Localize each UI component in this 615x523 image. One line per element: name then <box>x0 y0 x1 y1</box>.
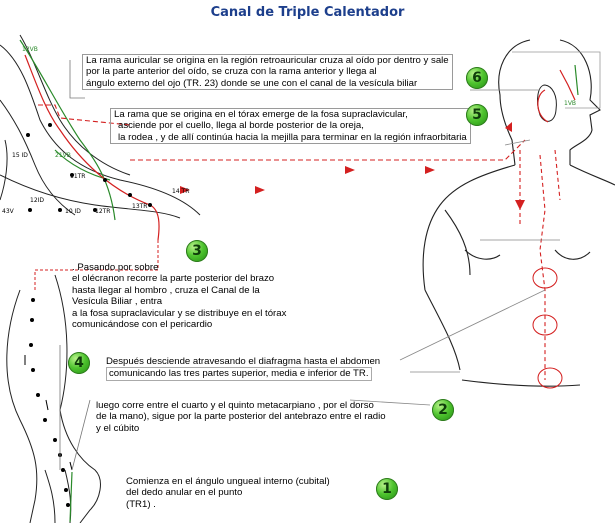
point-label-10id: 10 ID <box>65 208 81 215</box>
connector-lines <box>349 89 560 406</box>
step-2-text: luego corre entre el cuarto y el quinto … <box>96 400 386 434</box>
point-label-15id: 15 ID <box>12 152 28 159</box>
torso-red-dash <box>519 149 561 380</box>
step-4-badge: 4 <box>68 352 90 374</box>
point-label-13tr: 13TR <box>132 203 148 210</box>
step-1-badge: 1 <box>376 478 398 500</box>
torso-circles <box>532 267 563 389</box>
step-5-badge: 5 <box>466 104 488 126</box>
meridian-arrows <box>180 122 525 210</box>
step-6-badge: 6 <box>466 67 488 89</box>
shoulder-red-line <box>24 54 160 241</box>
point-label-12vb: 12VB <box>22 46 38 53</box>
step-2-badge: 2 <box>432 399 454 421</box>
face-box <box>512 51 601 109</box>
torso-figure <box>422 39 615 387</box>
meridian-path <box>38 104 526 161</box>
point-label-14tr: 14 TR <box>172 188 190 195</box>
hand-green-line <box>69 471 73 523</box>
pointer-lines <box>59 60 91 471</box>
shoulder-points <box>26 123 152 212</box>
head-green-line <box>574 64 579 96</box>
page-title: Canal de Triple Calentador <box>210 5 405 20</box>
arm-red-dash <box>34 240 159 290</box>
step-6-text: La rama auricular se origina en la regió… <box>82 54 453 91</box>
step-5-text: La rama que se origina en el tórax emerg… <box>110 108 471 145</box>
point-label-12tr: 12TR <box>95 208 111 215</box>
point-label-12id: 12ID <box>30 197 45 204</box>
arm-arrows <box>24 355 73 471</box>
head-red-line <box>537 69 576 123</box>
point-label-1vb: 1VB <box>564 100 577 107</box>
arm-points <box>29 298 70 507</box>
point-label-11tr: 11TR <box>70 173 86 180</box>
step-3-badge: 3 <box>186 240 208 262</box>
step-4-text: Después desciende atravesando el diafrag… <box>106 356 381 381</box>
ear-figure <box>537 84 557 122</box>
shoulder-figure <box>0 34 201 219</box>
point-label-21vb: 21VB <box>55 152 71 159</box>
step-3-text: . Pasando por sobre el olécranon recorre… <box>72 262 287 331</box>
point-label-43v: 43V <box>2 208 14 215</box>
step-1-text: Comienza en el ángulo ungueal interno (c… <box>126 476 330 510</box>
